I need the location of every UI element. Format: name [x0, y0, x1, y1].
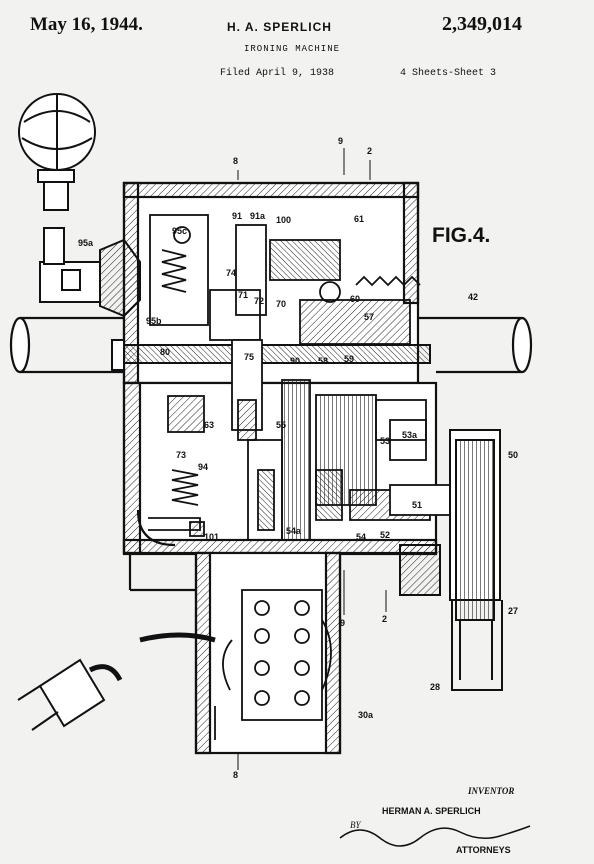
- ref-numeral: 94: [198, 462, 209, 472]
- ref-numeral: 54a: [286, 526, 302, 536]
- ref-numeral: 63: [204, 420, 215, 430]
- ref-numeral: 55: [276, 420, 287, 430]
- section-lines: [237, 148, 387, 770]
- ref-numeral: 74: [226, 268, 237, 278]
- ref-numeral: 95b: [146, 316, 162, 326]
- ref-numeral: 30a: [358, 710, 374, 720]
- attorneys-label: ATTORNEYS: [456, 845, 511, 855]
- ref-numeral: 91: [232, 211, 243, 221]
- ref-numeral: 50: [508, 450, 519, 460]
- ref-numeral: 53a: [402, 430, 418, 440]
- ref-numeral: 80: [160, 347, 171, 357]
- ref-numeral: 71: [238, 290, 249, 300]
- thermostat: [148, 395, 205, 537]
- inventor-label: INVENTOR: [468, 786, 515, 796]
- ref-numeral: 100: [276, 215, 292, 225]
- attorney-signature: [339, 825, 531, 847]
- patent-date: May 16, 1944.: [30, 14, 143, 35]
- ref-numeral: 101: [204, 532, 220, 542]
- figure-label: FIG.4.: [432, 224, 491, 247]
- inventor-name: HERMAN A. SPERLICH: [382, 806, 481, 816]
- upper-mechanism: [149, 214, 421, 345]
- ref-numeral: 52: [380, 530, 391, 540]
- ref-numeral: 75: [244, 352, 255, 362]
- ref-numeral: 61: [354, 214, 365, 224]
- ref-numeral: 2: [367, 146, 373, 156]
- ref-numeral: 72: [254, 296, 265, 306]
- ref-numeral: 90: [290, 356, 301, 366]
- shaft: [111, 339, 431, 371]
- tube: [9, 316, 533, 374]
- filed-date: Filed April 9, 1938: [220, 68, 335, 79]
- inventor-header: H. A. SPERLICH: [227, 20, 332, 34]
- switch-fitting: [39, 227, 141, 318]
- ref-numeral: 51: [412, 500, 423, 510]
- ref-numeral: 73: [176, 450, 187, 460]
- ref-numeral: 28: [430, 682, 441, 692]
- sheet-info: 4 Sheets-Sheet 3: [400, 68, 497, 79]
- gear-assembly: [231, 339, 451, 541]
- knob: [18, 93, 96, 211]
- ref-numeral: 27: [508, 606, 519, 616]
- ref-numeral: 95a: [78, 238, 94, 248]
- by-label: BY: [350, 820, 361, 830]
- ref-numeral: 8: [233, 156, 239, 166]
- ref-numeral: 60: [350, 294, 361, 304]
- ref-numeral: 54: [356, 532, 367, 542]
- ref-numeral: 9: [340, 618, 346, 628]
- ref-numeral: 57: [364, 312, 375, 322]
- handle-pulley: [399, 429, 503, 691]
- ref-numeral: 95c: [172, 226, 188, 236]
- ref-numeral: 2: [382, 614, 388, 624]
- ref-numeral: 9: [338, 136, 344, 146]
- ref-numeral: 42: [468, 292, 479, 302]
- terminal-block: [139, 589, 332, 740]
- ref-numeral: 53: [380, 436, 391, 446]
- ref-numeral: 58: [318, 356, 329, 366]
- ref-numeral: 8: [233, 770, 239, 780]
- electric-plug: [17, 658, 123, 731]
- ref-numeral: 91a: [250, 211, 266, 221]
- ref-numeral: 70: [276, 299, 287, 309]
- ref-numeral: 59: [344, 354, 355, 364]
- patent-title: IRONING MACHINE: [244, 44, 341, 54]
- patent-number: 2,349,014: [442, 13, 522, 35]
